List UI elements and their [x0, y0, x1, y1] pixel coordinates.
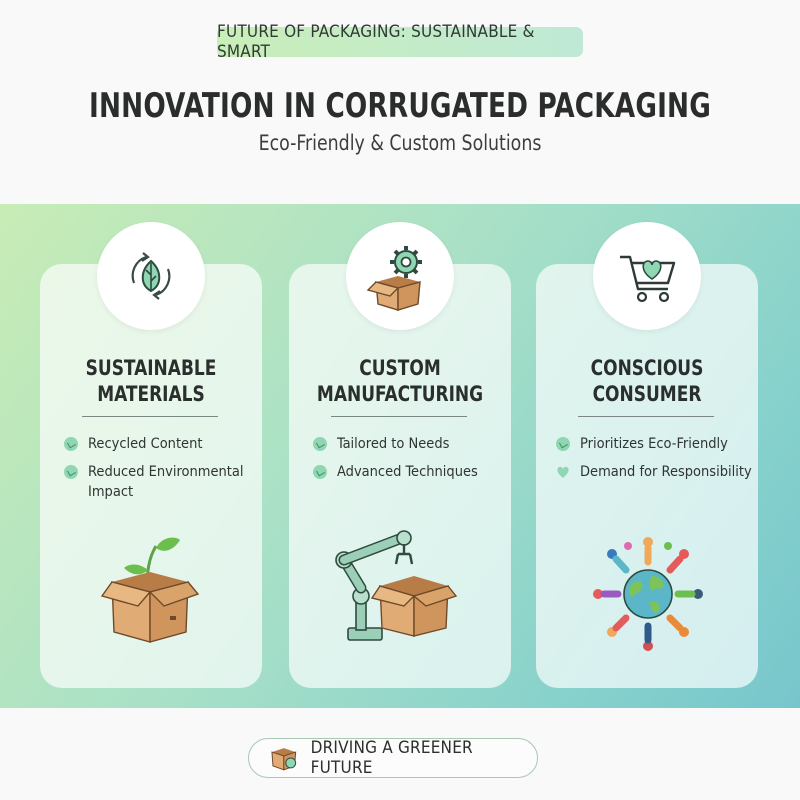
- list-item: Recycled Content: [64, 434, 202, 454]
- check-leaf-icon: [556, 437, 570, 451]
- list-item: Tailored to Needs: [313, 434, 449, 454]
- divider: [331, 416, 467, 417]
- robotic-arm-illustration: [335, 530, 458, 641]
- box-sprout-illustration: [100, 537, 200, 643]
- page-subtitle: Eco-Friendly & Custom Solutions: [258, 131, 542, 155]
- card-title-line1: CUSTOM: [359, 356, 441, 380]
- heart-icon: [557, 466, 569, 478]
- bullet-text: Tailored to Needs: [337, 436, 450, 452]
- card-title-conscious: CONSCIOUS CONSUMER: [547, 355, 747, 407]
- list-item: Advanced Techniques: [313, 462, 478, 482]
- divider: [82, 416, 218, 417]
- header-tag: FUTURE OF PACKAGING: SUSTAINABLE & SMART: [217, 22, 583, 62]
- list-item: Prioritizes Eco-Friendly: [556, 434, 728, 454]
- card-title-line1: CONSCIOUS: [590, 356, 704, 380]
- footer-badge: DRIVING A GREENER FUTURE: [248, 738, 538, 778]
- bullet-text: Advanced Techniques: [337, 464, 478, 480]
- bullet-text-line1: Reduced Environmental: [88, 464, 244, 480]
- card-title-custom: CUSTOM MANUFACTURING: [300, 355, 500, 407]
- people-globe-illustration: [593, 537, 703, 651]
- card-title-line2: MANUFACTURING: [316, 382, 484, 406]
- card-title-sustainable: SUSTAINABLE MATERIALS: [51, 355, 251, 407]
- card-title-line2: CONSUMER: [592, 382, 702, 406]
- card-title-line1: SUSTAINABLE: [85, 356, 217, 380]
- bullet-text: Recycled Content: [88, 436, 203, 452]
- check-leaf-icon: [313, 465, 327, 479]
- check-leaf-icon: [313, 437, 327, 451]
- cart-heart-icon: [593, 222, 701, 330]
- bullet-text: Prioritizes Eco-Friendly: [580, 436, 728, 452]
- check-leaf-icon: [64, 465, 78, 479]
- bullet-text-line2: Impact: [88, 484, 134, 500]
- recycle-box-icon: [271, 748, 297, 771]
- divider: [578, 416, 714, 417]
- check-leaf-icon: [64, 437, 78, 451]
- header-tag-text: FUTURE OF PACKAGING: SUSTAINABLE & SMART: [217, 22, 535, 62]
- recycle-leaf-icon: [97, 222, 205, 330]
- page-title: INNOVATION IN CORRUGATED PACKAGING: [88, 86, 711, 126]
- gear-box-icon: [346, 222, 454, 330]
- list-item: Demand for Responsibility: [556, 462, 752, 482]
- bullet-text: Demand for Responsibility: [580, 464, 752, 480]
- footer-label: DRIVING A GREENER FUTURE: [310, 738, 473, 778]
- card-title-line2: MATERIALS: [97, 382, 205, 406]
